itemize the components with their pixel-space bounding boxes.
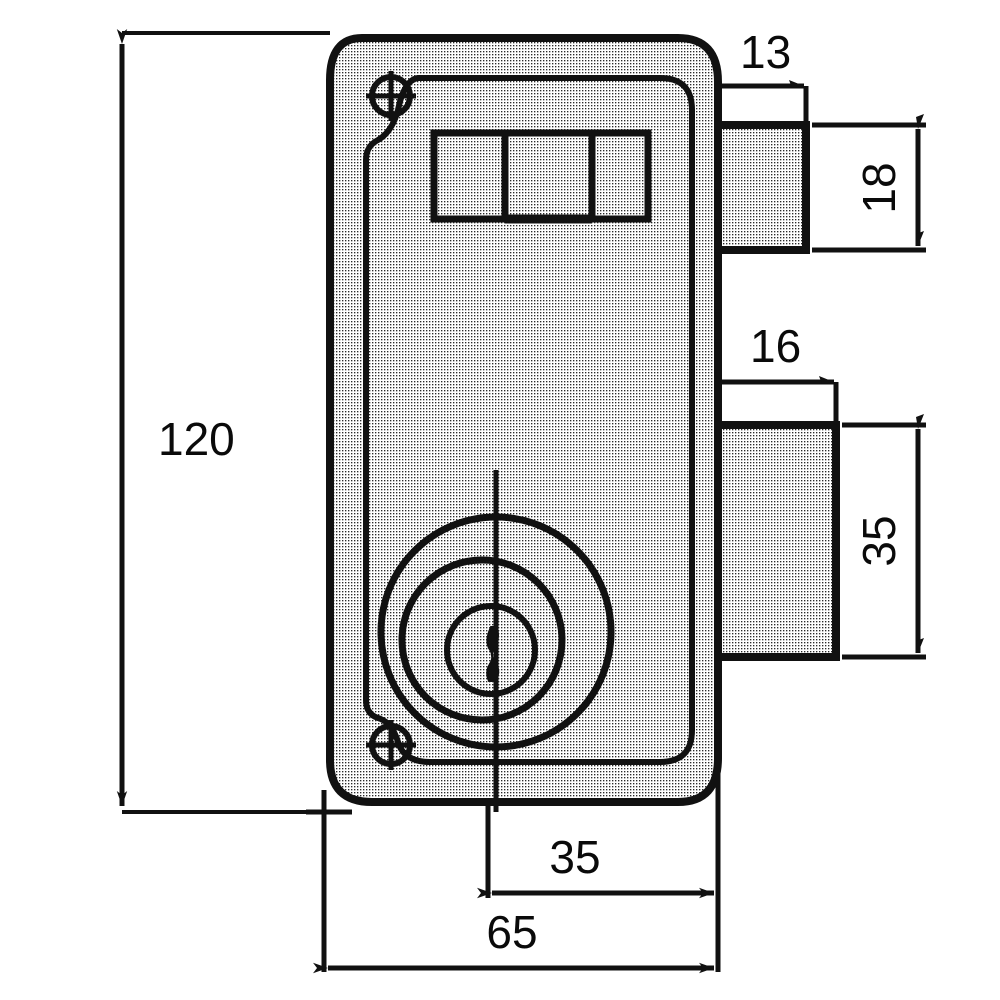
dimension-label-35-bolt: 35 [853, 515, 905, 566]
lock-body-outline [326, 34, 722, 806]
cylinder-ring-middle [398, 556, 566, 724]
cylinder-plug [444, 603, 538, 697]
dimension-label-35-bottom: 35 [549, 831, 600, 883]
dimension-low-bolt-width: 16 [715, 320, 839, 430]
cylinder-ring-outer [377, 513, 615, 751]
keyway-slot [486, 626, 500, 682]
dimension-top-bolt-width: 13 [715, 26, 809, 130]
dimension-label-65: 65 [486, 906, 537, 958]
three-cell-slot [430, 129, 652, 224]
dimension-label-13: 13 [740, 26, 791, 78]
inner-faceplate-contour [363, 75, 695, 765]
dimension-cyl-center-edge: 35 [477, 760, 721, 899]
lock-body [326, 34, 722, 812]
dimension-label-16: 16 [750, 320, 801, 372]
dimension-height-overall: 120 [116, 29, 352, 814]
dimension-width-overall: 65 [313, 812, 721, 974]
key-cylinder [377, 470, 615, 812]
bolt-upper [714, 121, 810, 254]
datum-marks [306, 790, 352, 836]
dimension-low-bolt-height: 35 [842, 414, 926, 660]
dimension-top-bolt-height: 18 [812, 114, 926, 253]
dimension-label-18: 18 [853, 162, 905, 213]
dimension-label-120: 120 [158, 413, 235, 465]
bolt-lower [714, 421, 840, 661]
screw-top [366, 71, 416, 121]
screw-bottom [366, 720, 416, 770]
